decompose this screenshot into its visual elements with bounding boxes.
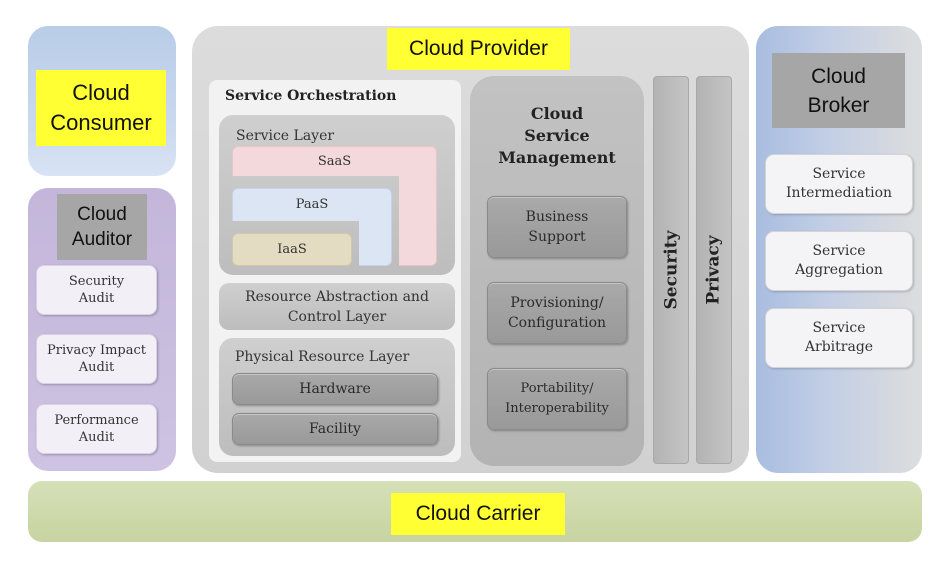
saas-label: SaaS: [232, 150, 437, 172]
paas-text: PaaS: [295, 196, 329, 212]
paas-label: PaaS: [232, 193, 392, 215]
security-audit-label: Security Audit: [68, 274, 125, 306]
cloud-auditor-title: Cloud Auditor: [57, 194, 147, 260]
cloud-provider-label: Cloud Provider: [409, 37, 548, 60]
physical-resource-layer-title: Physical Resource Layer: [235, 349, 445, 367]
service-aggregation-label: Service Aggregation: [795, 243, 883, 278]
hardware-block: Hardware: [232, 373, 438, 405]
service-orchestration-title: Service Orchestration: [225, 88, 445, 108]
saas-text: SaaS: [317, 153, 352, 169]
privacy-impact-audit-item[interactable]: Privacy Impact Audit: [36, 334, 157, 384]
privacy-impact-audit-label: Privacy Impact Audit: [46, 343, 146, 375]
iaas-text: IaaS: [277, 242, 307, 257]
privacy-column: Privacy: [696, 76, 732, 464]
provisioning-configuration-label: Provisioning/ Configuration: [507, 295, 607, 331]
cloud-carrier-title: Cloud Carrier: [391, 493, 565, 535]
facility-block: Facility: [232, 413, 438, 445]
cloud-auditor-label: Cloud Auditor: [71, 204, 133, 250]
portability-interoperability-label: Portability/ Interoperability: [505, 381, 609, 416]
cloud-consumer-label: Cloud Consumer: [50, 80, 152, 135]
security-label: Security: [661, 230, 682, 310]
cloud-provider-title: Cloud Provider: [387, 28, 570, 70]
service-aggregation-item[interactable]: Service Aggregation: [765, 231, 913, 291]
service-arbitrage-item[interactable]: Service Arbitrage: [765, 308, 913, 368]
security-column: Security: [653, 76, 689, 464]
service-layer-title: Service Layer: [236, 128, 386, 146]
service-intermediation-item[interactable]: Service Intermediation: [765, 154, 913, 214]
iaas-layer-shape: IaaS: [232, 233, 352, 266]
cloud-consumer-title: Cloud Consumer: [36, 70, 166, 146]
service-arbitrage-label: Service Arbitrage: [804, 320, 874, 355]
facility-label: Facility: [309, 421, 361, 437]
physical-resource-layer-label: Physical Resource Layer: [235, 349, 410, 365]
service-layer-label: Service Layer: [236, 128, 335, 144]
business-support-label: Business Support: [525, 209, 589, 245]
cloud-broker-label: Cloud Broker: [807, 64, 870, 117]
privacy-label: Privacy: [704, 235, 725, 305]
hardware-label: Hardware: [299, 381, 371, 397]
cloud-service-management-label: Cloud Service Management: [498, 104, 616, 167]
cloud-carrier-label: Cloud Carrier: [415, 502, 541, 525]
provisioning-configuration-item[interactable]: Provisioning/ Configuration: [487, 282, 627, 344]
service-intermediation-label: Service Intermediation: [785, 166, 893, 201]
performance-audit-label: Performance Audit: [54, 413, 139, 445]
cloud-service-management-title: Cloud Service Management: [478, 104, 636, 167]
performance-audit-item[interactable]: Performance Audit: [36, 404, 157, 454]
service-orchestration-label: Service Orchestration: [225, 88, 397, 104]
resource-abstraction-layer: Resource Abstraction and Control Layer: [219, 283, 455, 330]
portability-interoperability-item[interactable]: Portability/ Interoperability: [487, 368, 627, 430]
resource-abstraction-label: Resource Abstraction and Control Layer: [245, 288, 429, 325]
business-support-item[interactable]: Business Support: [487, 196, 627, 258]
cloud-broker-title: Cloud Broker: [772, 53, 905, 128]
security-audit-item[interactable]: Security Audit: [36, 265, 157, 315]
